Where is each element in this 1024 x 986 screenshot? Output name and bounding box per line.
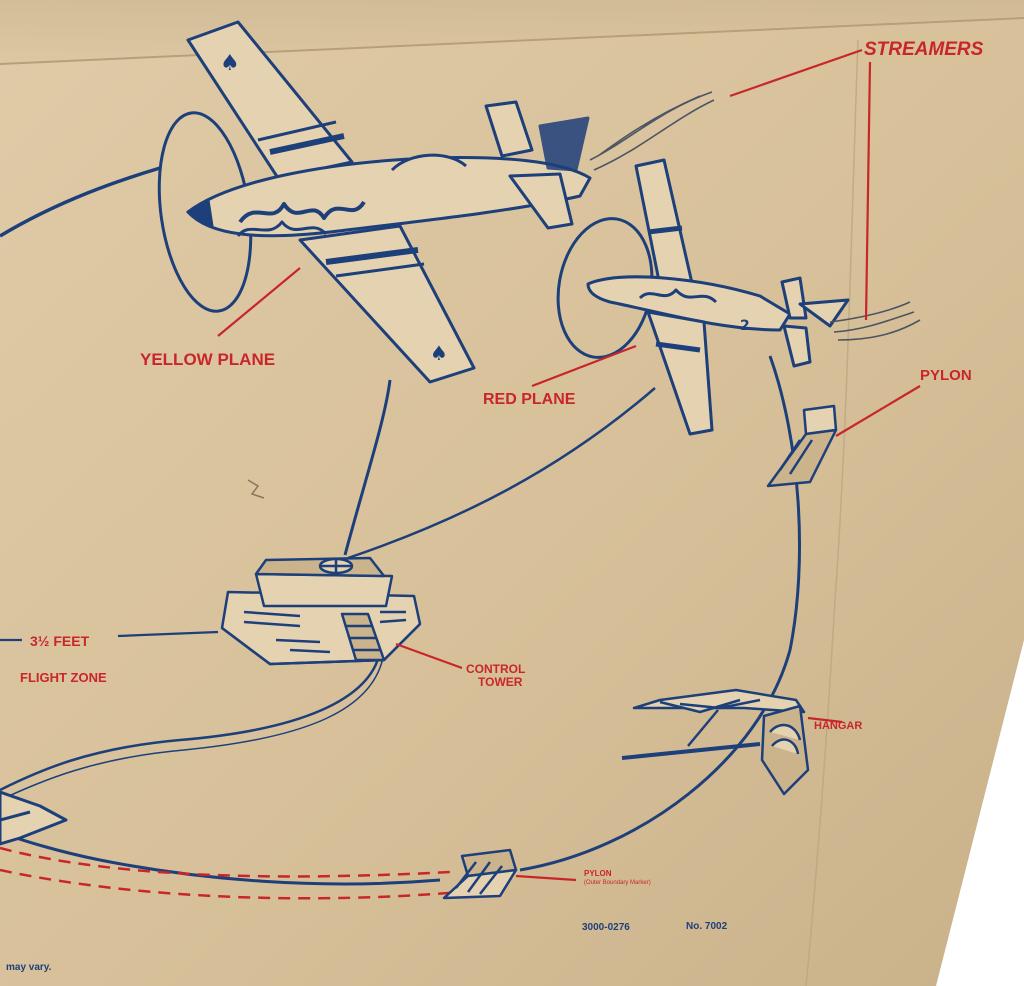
box-fold-line: [0, 17, 1024, 65]
runway-fragment: [0, 790, 68, 846]
disclaimer-text: may vary.: [6, 962, 52, 973]
board-tear: [247, 479, 265, 499]
spade-icon: ♠: [430, 341, 448, 365]
red-plane-streamer: [829, 301, 921, 341]
pylon-top-illustration: [766, 404, 838, 488]
yellow-plane-label: YELLOW PLANE: [140, 350, 275, 369]
hangar-illustration: [621, 688, 810, 796]
flight-zone-label: FLIGHT ZONE: [20, 670, 107, 685]
control-tower-label-line2: TOWER: [478, 675, 523, 689]
pylon-top-label: PYLON: [920, 367, 972, 384]
control-line-yellow: [343, 379, 392, 556]
pylon-bottom-label: PYLON: [584, 869, 612, 878]
control-tower-illustration: [220, 556, 422, 666]
yellow-plane-illustration: [157, 20, 592, 384]
control-tower-label-line1: CONTROL: [466, 662, 525, 676]
distance-label: 3½ FEET: [30, 633, 90, 649]
outer-boundary-dashed: [0, 868, 461, 900]
outer-boundary-dashed: [0, 846, 451, 878]
leader-lines: [217, 48, 921, 882]
box-crease: [805, 39, 859, 986]
streamers-label: STREAMERS: [864, 39, 984, 60]
model-number: No. 7002: [686, 921, 728, 932]
yellow-plane-streamer: [589, 91, 715, 171]
red-plane-illustration: [556, 158, 850, 436]
control-line-red: [347, 387, 656, 560]
pylon-bottom-note: (Outer Boundary Marker): [584, 880, 651, 886]
red-plane-label: RED PLANE: [483, 391, 576, 408]
tower-cable: [0, 651, 385, 801]
hangar-label: HANGAR: [814, 720, 862, 732]
product-code: 3000-0276: [582, 922, 630, 933]
flight-path-line: [0, 830, 441, 886]
distance-line: [0, 630, 219, 642]
spade-icon: ♠: [220, 51, 240, 76]
pylon-bottom-illustration: [442, 848, 518, 900]
flight-path-line: [0, 166, 161, 238]
plane-number-label: 2: [740, 318, 750, 334]
tower-cable: [0, 651, 382, 792]
